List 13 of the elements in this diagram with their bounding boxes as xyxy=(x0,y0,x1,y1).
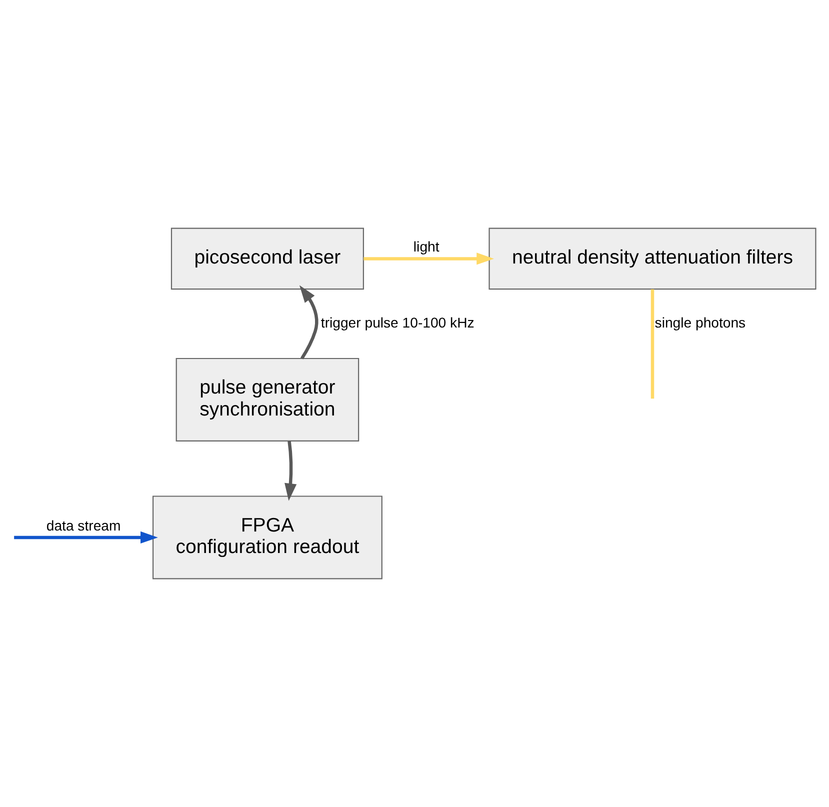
node-box: pulse generator synchronisation xyxy=(176,358,360,442)
node-box: neutral density attenuation filters xyxy=(488,228,816,290)
arrow xyxy=(284,440,297,501)
edge-label: data stream xyxy=(46,517,121,534)
arrow xyxy=(364,252,494,265)
arrow xyxy=(14,531,158,544)
connector xyxy=(650,289,654,399)
edge-label: light xyxy=(413,238,440,255)
arrow xyxy=(299,285,318,360)
edge-label: trigger pulse 10-100 kHz xyxy=(320,314,474,330)
edge-label: single photons xyxy=(654,314,746,330)
node-box: FPGA configuration readout xyxy=(152,496,382,580)
node-box: picosecond laser xyxy=(170,228,364,290)
